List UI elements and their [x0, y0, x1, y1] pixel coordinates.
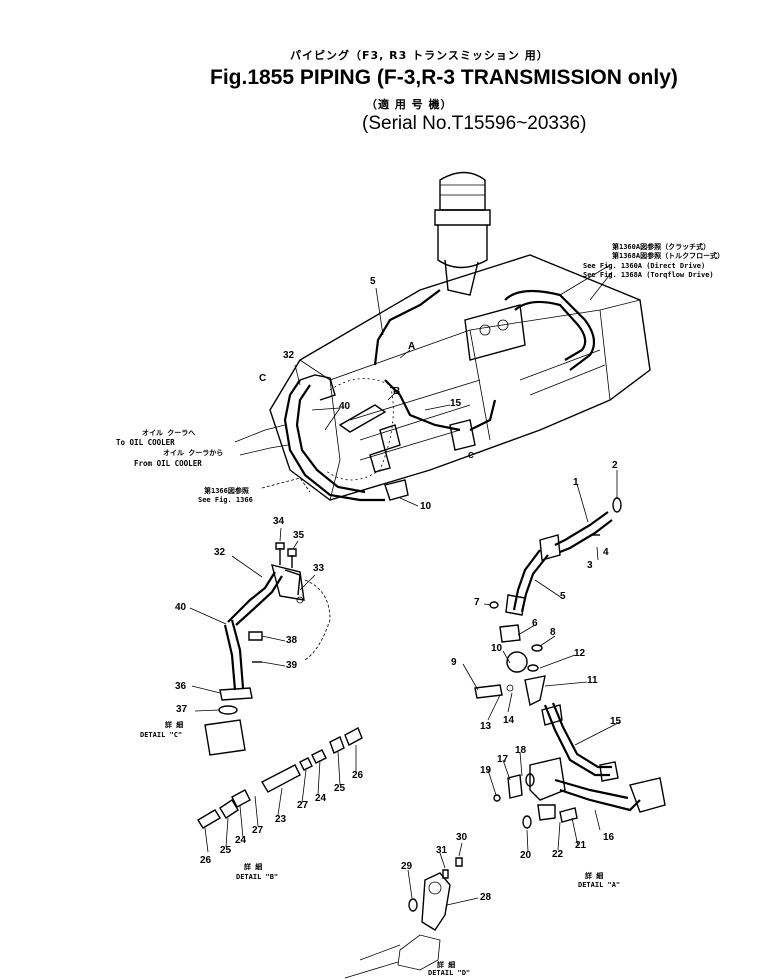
part-number-10: 10 [491, 643, 503, 654]
part-number-40-assembly: 40 [339, 401, 351, 412]
part-number-6: 6 [532, 618, 538, 629]
part-number-8: 8 [550, 627, 556, 638]
detail-d-caption: DETAIL "D" [428, 969, 471, 977]
part-number-5-assembly: 5 [370, 276, 376, 287]
part-number-12: 12 [574, 648, 586, 659]
part-number-16: 16 [603, 832, 615, 843]
part-number-11: 11 [587, 675, 598, 686]
part-number-23: 23 [275, 814, 287, 825]
title-japanese: パイピング（F3, R3 トランスミッション 用） [290, 49, 549, 62]
part-number-5: 5 [560, 591, 566, 602]
part-number-25-left: 25 [220, 845, 232, 856]
part-number-26-right: 26 [352, 770, 364, 781]
detail-c-jp: 詳 細 [165, 721, 184, 729]
part-number-31: 31 [436, 845, 448, 856]
part-number-24-right: 24 [315, 793, 327, 804]
see-fig-1366: See Fig. 1366 [198, 496, 253, 504]
part-number-14: 14 [503, 715, 515, 726]
part-number-10-assembly: 10 [420, 501, 432, 512]
part-number-35: 35 [293, 530, 305, 541]
part-number-38: 38 [286, 635, 298, 646]
detail-b-art [197, 727, 363, 853]
part-number-39: 39 [286, 660, 298, 671]
detail-b-caption: DETAIL "B" [236, 873, 279, 881]
part-number-34: 34 [273, 516, 285, 527]
detail-c-caption: DETAIL "C" [140, 731, 183, 739]
part-number-27-right: 27 [297, 800, 309, 811]
view-marker-b: B [393, 386, 401, 397]
part-number-29: 29 [401, 861, 413, 872]
assembled-leaders [294, 287, 451, 507]
part-number-32-assembly: 32 [283, 350, 295, 361]
view-marker-c2: C [468, 451, 474, 460]
serial-range: (Serial No.T15596~20336) [362, 113, 587, 134]
see-fig-1366-jp: 第1366図参照 [204, 487, 249, 495]
part-number-19: 19 [480, 765, 492, 776]
part-number-30: 30 [456, 832, 468, 843]
part-number-28: 28 [480, 892, 492, 903]
figure-title: Fig.1855 PIPING (F-3,R-3 TRANSMISSION on… [210, 66, 678, 89]
transmission-housing [269, 171, 651, 501]
part-number-37: 37 [176, 704, 188, 715]
to-oil-cooler-jp: オイル クーラへ [142, 429, 196, 437]
part-number-33: 33 [313, 563, 325, 574]
part-number-26-left: 26 [200, 855, 212, 866]
part-number-17: 17 [497, 754, 509, 765]
part-number-1: 1 [573, 477, 579, 488]
part-number-27-left: 27 [252, 825, 264, 836]
from-oil-cooler-jp: オイル クーラから [163, 449, 224, 457]
part-number-15: 15 [610, 716, 622, 727]
part-number-18: 18 [515, 745, 527, 756]
detail-d-art [344, 842, 479, 979]
part-number-32: 32 [214, 547, 226, 558]
part-number-7: 7 [474, 597, 480, 608]
to-oil-cooler-label: To OIL COOLER [116, 438, 175, 447]
detail-c-art [189, 527, 331, 756]
detail-a-art [462, 470, 666, 853]
part-number-3: 3 [587, 560, 593, 571]
detail-d-jp: 詳 細 [437, 961, 456, 969]
detail-a-caption: DETAIL "A" [578, 881, 621, 889]
see-note-torqflow-drive: See Fig. 1368A (Torqflow Drive) [583, 271, 714, 279]
view-marker-c: C [259, 373, 267, 384]
part-number-36: 36 [175, 681, 187, 692]
part-number-21: 21 [575, 840, 587, 851]
part-number-2: 2 [612, 460, 618, 471]
see-note-direct-drive: See Fig. 1360A (Direct Drive) [583, 262, 706, 270]
part-number-15-assembly: 15 [450, 398, 462, 409]
detail-b-jp: 詳 細 [244, 863, 263, 871]
part-number-9: 9 [451, 657, 457, 668]
serial-japanese: （適 用 号 機） [366, 98, 453, 111]
part-number-40: 40 [175, 602, 187, 613]
part-number-20: 20 [520, 850, 532, 861]
part-number-24-left: 24 [235, 835, 247, 846]
assembled-piping [234, 289, 497, 502]
view-marker-a: A [408, 341, 416, 352]
detail-a-jp: 詳 細 [585, 872, 604, 880]
part-number-25-right: 25 [334, 783, 346, 794]
from-oil-cooler-label: From OIL COOLER [134, 459, 202, 468]
see-note-jp-1: 第1360A図参照（クラッチ式） [612, 243, 711, 251]
see-note-jp-2: 第1368A図参照（トルクフロー式） [612, 252, 725, 260]
part-number-22: 22 [552, 849, 564, 860]
part-number-4: 4 [603, 547, 609, 558]
part-number-13: 13 [480, 721, 492, 732]
